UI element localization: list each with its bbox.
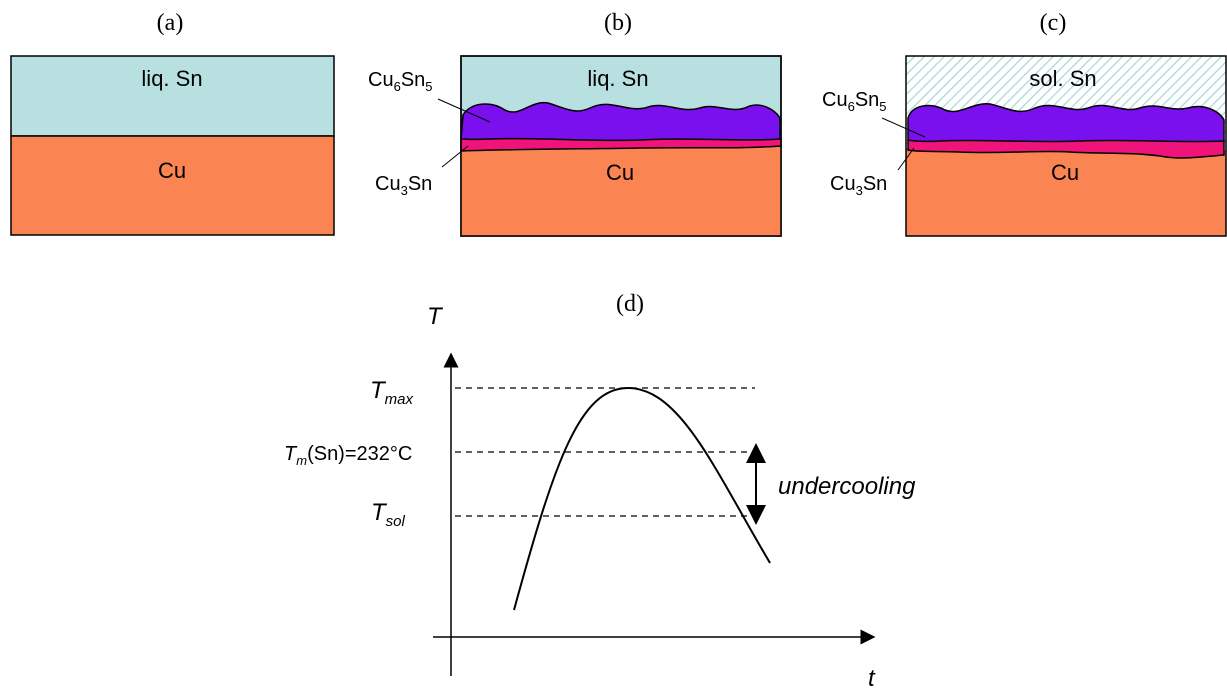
liquid-sn-layer	[10, 55, 335, 137]
y-axis-label: T	[427, 303, 444, 330]
cu-substrate	[906, 147, 1226, 236]
panel-c: (c) sol. Sn Cu Cu6Sn5 Cu3Sn	[822, 10, 1227, 237]
solid-sn-label: sol. Sn	[1029, 66, 1096, 91]
tsol-label: Tsol	[371, 499, 406, 530]
panel-d: (d) T t Tmax Tm(Sn)=232°C Tsol undercool…	[284, 291, 916, 692]
liquid-sn-label: liq. Sn	[587, 66, 648, 91]
undercooling-label: undercooling	[778, 473, 916, 500]
cu3sn-label: Cu3Sn	[375, 173, 432, 198]
panel-b-frame	[460, 55, 782, 237]
tm-label: Tm(Sn)=232°C	[284, 443, 412, 468]
cu3sn-label: Cu3Sn	[830, 173, 887, 198]
cu-substrate	[10, 135, 335, 236]
cu6sn5-layer	[460, 102, 781, 142]
cu6sn5-leader	[881, 117, 926, 138]
panel-b: (b) liq. Sn Cu Cu6Sn5 Cu3Sn	[368, 10, 782, 237]
panel-c-label: (c)	[1040, 10, 1067, 36]
panel-d-label: (d)	[616, 291, 644, 317]
cu-substrate	[461, 141, 781, 236]
panel-a-label: (a)	[157, 10, 184, 36]
panel-a: (a) liq. Sn Cu	[10, 10, 335, 236]
cu-label: Cu	[1051, 160, 1079, 185]
temperature-curve	[513, 386, 771, 611]
panel-c-frame	[905, 55, 1227, 237]
cu3sn-leader	[897, 147, 915, 171]
panel-b-label: (b)	[604, 10, 632, 36]
cu6sn5-leader	[437, 98, 491, 123]
cu6sn5-label: Cu6Sn5	[822, 89, 887, 114]
cu-label: Cu	[158, 158, 186, 183]
cu3sn-leader	[441, 145, 469, 168]
tmax-label: Tmax	[370, 377, 414, 408]
x-axis-label: t	[868, 665, 876, 689]
liquid-sn-label: liq. Sn	[141, 66, 202, 91]
cu6sn5-layer	[907, 103, 1225, 143]
cu6sn5-label: Cu6Sn5	[368, 69, 433, 94]
cu-label: Cu	[606, 160, 634, 185]
